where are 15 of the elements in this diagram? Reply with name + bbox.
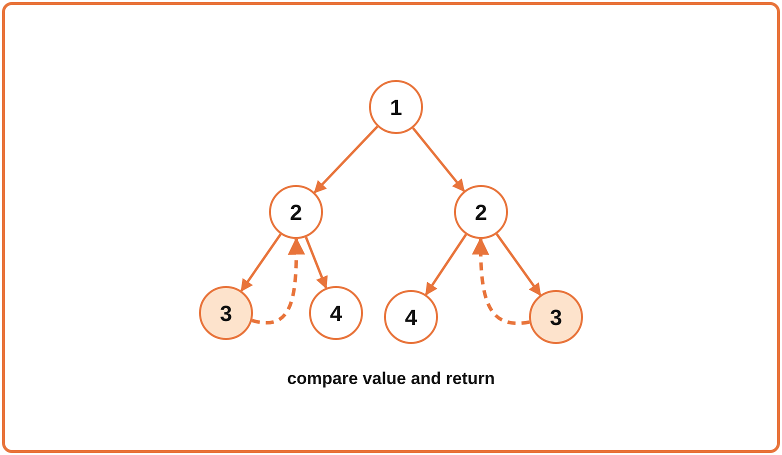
node-value: 4 (404, 304, 418, 332)
node-value: 3 (550, 304, 562, 332)
arrow (412, 127, 465, 192)
arrow (424, 234, 468, 296)
node-value: 2 (474, 198, 488, 226)
caption-text: compare value and return (287, 368, 495, 390)
node-value: 3 (220, 300, 232, 328)
node-value: 2 (290, 198, 302, 226)
node-value: 1 (390, 94, 402, 122)
arrow (252, 237, 306, 324)
arrow (472, 237, 530, 325)
node-value: 4 (330, 300, 342, 328)
arrow (240, 233, 282, 292)
arrow (314, 126, 378, 194)
arrow (496, 233, 542, 296)
